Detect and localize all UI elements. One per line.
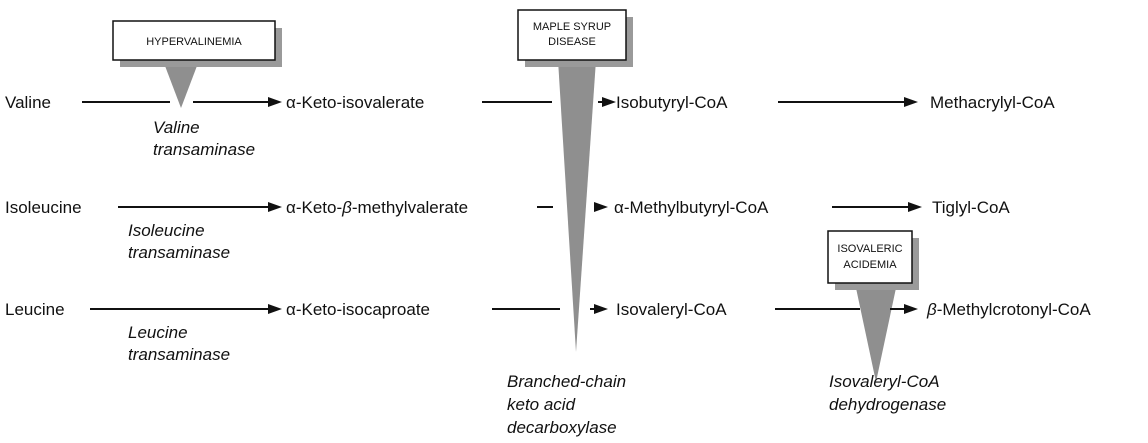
isovaleryl-arrow-head bbox=[904, 304, 918, 314]
valine-transaminase-line1: Valine bbox=[153, 118, 200, 137]
methylbutyryl-arrow-head bbox=[908, 202, 922, 212]
methylbutyryl-coa-label: α-Methylbutyryl-CoA bbox=[614, 198, 769, 217]
ivd-enzyme-line1: Isovaleryl-CoA bbox=[829, 372, 940, 391]
methylcrotonyl-coa-label: β-Methylcrotonyl-CoA bbox=[926, 300, 1091, 319]
hypervalinemia-box: HYPERVALINEMIA bbox=[112, 20, 282, 67]
valine-transaminase-line2: transaminase bbox=[153, 140, 255, 159]
keto-methylvalerate-label: α-Keto-β-methylvalerate bbox=[286, 198, 468, 217]
hypervalinemia-label: HYPERVALINEMIA bbox=[146, 36, 242, 48]
bckd-enzyme-line2: keto acid bbox=[507, 395, 576, 414]
isobutyryl-arrow-head bbox=[904, 97, 918, 107]
keto-isocaproate-arrow-head bbox=[594, 304, 608, 314]
isovaleric-acidemia-box: ISOVALERIC ACIDEMIA bbox=[827, 230, 919, 290]
isovaleric-label-line2: ACIDEMIA bbox=[843, 259, 897, 271]
isobutyryl-coa-label: Isobutyryl-CoA bbox=[616, 93, 728, 112]
isoleucine-arrow-head bbox=[268, 202, 282, 212]
keto-methylvalerate-arrow-head bbox=[594, 202, 608, 212]
msud-label-line1: MAPLE SYRUP bbox=[533, 21, 611, 33]
methacrylyl-coa-label: Methacrylyl-CoA bbox=[930, 93, 1055, 112]
keto-isocaproate-label: α-Keto-isocaproate bbox=[286, 300, 430, 319]
keto-isovalerate-label: α-Keto-isovalerate bbox=[286, 93, 424, 112]
tiglyl-coa-label: Tiglyl-CoA bbox=[932, 198, 1010, 217]
isoleucine-transaminase-line1: Isoleucine bbox=[128, 221, 205, 240]
isovaleryl-coa-label: Isovaleryl-CoA bbox=[616, 300, 727, 319]
valine-label: Valine bbox=[5, 93, 51, 112]
leucine-transaminase-line2: transaminase bbox=[128, 345, 230, 364]
msud-block-wedge bbox=[558, 60, 596, 352]
valine-arrow-head bbox=[268, 97, 282, 107]
isovaleric-label-line1: ISOVALERIC bbox=[837, 243, 902, 255]
keto-isovalerate-arrow-head bbox=[602, 97, 616, 107]
msud-box: MAPLE SYRUP DISEASE bbox=[517, 9, 633, 67]
bckd-enzyme-line3: decarboxylase bbox=[507, 418, 617, 437]
ivd-enzyme-line2: dehydrogenase bbox=[829, 395, 946, 414]
leucine-arrow-head bbox=[268, 304, 282, 314]
leucine-transaminase-line1: Leucine bbox=[128, 323, 188, 342]
isoleucine-transaminase-line2: transaminase bbox=[128, 243, 230, 262]
isoleucine-label: Isoleucine bbox=[5, 198, 82, 217]
bckd-enzyme-line1: Branched-chain bbox=[507, 372, 626, 391]
hypervalinemia-block-wedge bbox=[162, 58, 200, 108]
leucine-label: Leucine bbox=[5, 300, 65, 319]
msud-label-line2: DISEASE bbox=[548, 36, 596, 48]
isovaleric-acidemia-block-wedge bbox=[856, 288, 896, 382]
